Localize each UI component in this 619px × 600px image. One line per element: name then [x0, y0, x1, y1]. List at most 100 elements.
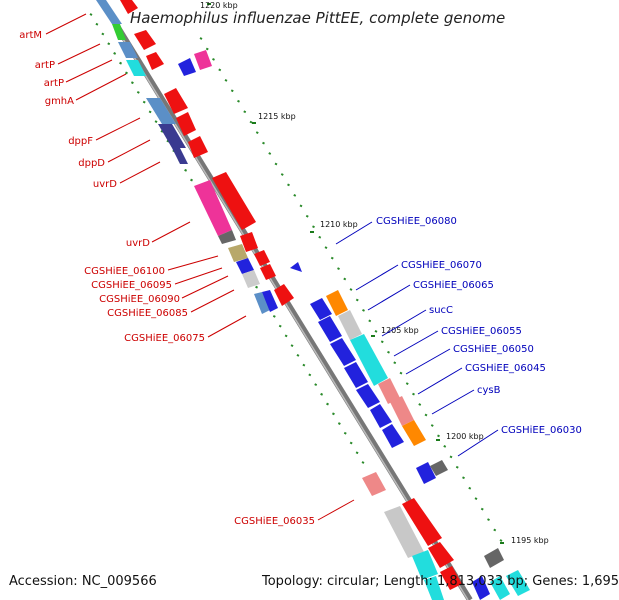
tick-dot [318, 235, 322, 239]
gene-arrow [120, 0, 138, 14]
genome-map: 1220 kbp 1215 kbp 1210 kbp 1205 kbp 1200… [19, 0, 582, 600]
gene-label: dppF [68, 136, 93, 147]
gene-feature [350, 334, 388, 386]
tick-dot [424, 413, 428, 417]
gene-feature [262, 290, 278, 312]
tick-dot [468, 486, 472, 490]
tick-dot [493, 528, 497, 532]
tick-dot [343, 277, 347, 281]
tick-dot [130, 81, 134, 85]
tick-dot [212, 58, 215, 61]
tick-dot [305, 214, 309, 218]
gene-label: CGSHiEE_06090 [99, 294, 180, 305]
tick-dot [449, 455, 453, 459]
tick-dot [136, 91, 140, 94]
tick-dot [399, 371, 403, 375]
gene-feature [472, 576, 490, 600]
gene-feature [172, 148, 188, 164]
gene-feature [506, 570, 530, 596]
gene-feature [402, 420, 426, 446]
gene-feature [218, 230, 236, 244]
gene-track-left-inner [96, 0, 444, 600]
tick-dot [443, 444, 447, 448]
tick-dot [499, 539, 503, 542]
gene-feature [96, 0, 122, 24]
tick-dot [326, 402, 329, 406]
tick-dot [418, 403, 422, 406]
tick-dot [355, 298, 359, 302]
gene-label: artP [44, 78, 64, 89]
tick-dot [205, 47, 209, 51]
tick-dot [89, 13, 93, 16]
gene-feature [318, 316, 342, 342]
gene-arrow [188, 136, 208, 158]
kbp-tick-label: 1195 kbp [511, 536, 549, 545]
gene-feature [158, 124, 186, 148]
tick-dot [455, 465, 459, 469]
tick-dot [331, 412, 335, 416]
tick-dot [314, 383, 318, 386]
gene-feature [330, 338, 356, 366]
tick-dot [255, 131, 259, 135]
gene-feature [126, 60, 146, 76]
gene-label: uvrD [93, 179, 117, 190]
tick-dot [113, 52, 117, 55]
tick-dot [308, 373, 312, 377]
gene-arrow [260, 264, 276, 280]
right-gene-labels: CGSHiEE_06080 CGSHiEE_06070 CGSHiEE_0606… [376, 216, 582, 436]
gene-arrow [134, 30, 156, 50]
gene-feature [290, 262, 302, 272]
map-title: Haemophilus influenzae PittEE, complete … [130, 9, 506, 27]
gene-feature [194, 50, 212, 70]
tick-dot [349, 441, 353, 445]
tick-dot [107, 42, 111, 46]
tick-dot [355, 451, 359, 455]
gene-arrow [428, 542, 454, 568]
gene-feature [370, 404, 392, 428]
tick-dot [272, 315, 276, 318]
tick-dot [290, 344, 294, 348]
tick-dot [368, 319, 372, 323]
tick-dot [148, 110, 152, 114]
gene-label: CGSHiEE_06085 [107, 308, 188, 319]
tick-dot [302, 363, 306, 367]
gene-arrow [146, 52, 164, 70]
gene-feature [178, 58, 196, 76]
tick-dot [337, 267, 340, 270]
gene-feature [384, 506, 424, 558]
tick-dot [480, 507, 484, 511]
gene-arrow [212, 172, 256, 230]
right-leader-lines [335, 221, 499, 457]
tick-dot [95, 22, 99, 26]
tick-dot [349, 288, 353, 291]
tick-dot [462, 476, 465, 480]
gene-label: CGSHiEE_06035 [234, 516, 315, 527]
tick-dot [337, 422, 341, 425]
kbp-tick-label: 1205 kbp [381, 326, 419, 335]
tick-dot [284, 334, 288, 338]
gene-feature [416, 462, 436, 484]
tick-dot [330, 256, 334, 260]
tick-dot [387, 350, 390, 354]
gene-label: dppD [78, 158, 105, 169]
summary-text: Topology: circular; Length: 1,813,033 bp… [262, 574, 619, 589]
gene-label: sucC [429, 305, 453, 316]
kbp-tick-label: 1215 kbp [258, 112, 296, 121]
tick-dot [312, 225, 315, 229]
gene-feature [424, 576, 444, 600]
gene-feature [382, 424, 404, 448]
tick-dot [190, 178, 193, 182]
gene-feature [194, 180, 232, 236]
kbp-tick-label: 1220 kbp [200, 1, 238, 10]
gene-feature [362, 472, 386, 496]
gene-feature [484, 548, 504, 568]
tick-dot [393, 361, 397, 365]
gene-arrow [402, 498, 442, 546]
tick-dot [154, 120, 158, 124]
tick-dot [296, 353, 300, 357]
gene-track-right [178, 50, 530, 600]
tick-dot [343, 431, 347, 435]
gene-feature [254, 292, 270, 314]
gene-arrow [240, 232, 258, 252]
gene-feature [430, 460, 448, 476]
